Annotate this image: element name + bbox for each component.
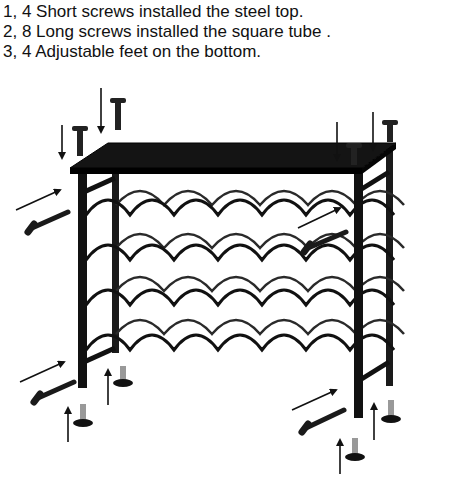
steel-top-edge [70,168,362,174]
top-arrows [62,88,373,160]
front-left-leg [78,168,87,388]
steel-top-side [362,143,396,174]
side-arrows [16,190,340,410]
adjustable-feet [73,366,401,461]
instruction-line: 3, 4 Adjustable feet on the bottom. [3,42,261,62]
instruction-line: 1, 4 Short screws installed the steel to… [3,2,304,22]
feet-arrows [68,370,374,474]
back-right-leg [386,146,393,386]
long-screws [28,212,346,432]
front-right-leg [354,168,363,418]
short-screws [72,98,398,165]
steel-top [70,143,396,168]
instruction-line: 2, 8 Long screws installed the square tu… [3,22,331,42]
bottle-waves-front [86,200,394,350]
side-rails [84,172,389,380]
back-left-leg [112,168,119,353]
